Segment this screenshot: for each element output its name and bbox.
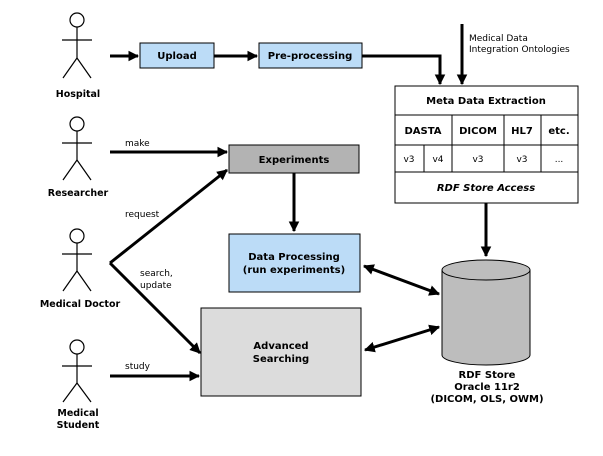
arrow-preprocessing-metadata	[362, 54, 446, 86]
experiments-box	[228, 144, 360, 174]
data-processing-box	[228, 233, 361, 293]
ontologies-label-line2: Integration Ontologies	[469, 45, 570, 55]
edge-label-update: update	[140, 281, 172, 291]
actor-medical-student	[62, 339, 92, 403]
version-etc: ...	[555, 155, 564, 165]
actor-label-medical-student-line2: Student	[57, 420, 100, 431]
edge-label-study: study	[125, 362, 151, 372]
head-icon	[69, 12, 85, 28]
rdf-store-label-line1: RDF Store	[459, 370, 516, 381]
advanced-searching-box	[200, 307, 362, 397]
arrow-doctor-advanced-searching	[108, 261, 202, 355]
version-dasta-v3: v3	[403, 155, 414, 165]
upload-label: Upload	[157, 51, 196, 62]
upload-box	[139, 42, 215, 69]
data-processing-label-line1: Data Processing	[248, 252, 340, 263]
format-dicom: DICOM	[459, 126, 497, 137]
metadata-extraction-table	[394, 85, 579, 204]
format-dasta: DASTA	[404, 126, 441, 137]
head-icon	[69, 116, 85, 132]
data-processing-label-line2: (run experiments)	[243, 265, 345, 276]
arrow-dataprocessing-rdfstore	[362, 264, 441, 296]
ontologies-label-line1: Medical Data	[469, 34, 528, 44]
version-hl7-v3: v3	[516, 155, 527, 165]
metadata-title: Meta Data Extraction	[426, 96, 546, 107]
rdf-store-label-line2: Oracle 11r2	[454, 382, 520, 393]
actor-label-medical-doctor: Medical Doctor	[40, 299, 121, 310]
actor-medical-doctor	[62, 228, 92, 292]
advanced-searching-label-line2: Searching	[253, 354, 309, 365]
format-etc: etc.	[548, 126, 569, 137]
edge-label-request: request	[125, 210, 160, 220]
head-icon	[69, 339, 85, 355]
advanced-searching-label-line1: Advanced	[253, 341, 308, 352]
preprocessing-label: Pre-processing	[268, 51, 352, 62]
arrow-advancedsearching-rdfstore	[363, 324, 441, 353]
rdf-store-cylinder	[441, 259, 531, 366]
actor-label-medical-student-line1: Medical	[57, 408, 98, 419]
rdf-store-access-label: RDF Store Access	[437, 183, 535, 194]
head-icon	[69, 228, 85, 244]
experiments-label: Experiments	[259, 155, 330, 166]
edge-label-search: search,	[140, 269, 173, 279]
preprocessing-box	[258, 42, 363, 69]
edge-label-make: make	[125, 139, 150, 149]
actor-hospital	[62, 12, 92, 79]
format-hl7: HL7	[511, 126, 533, 137]
actor-label-hospital: Hospital	[56, 89, 100, 100]
version-dasta-v4: v4	[432, 155, 443, 165]
rdf-store-label-line3: (DICOM, OLS, OWM)	[430, 394, 543, 405]
actor-researcher	[62, 116, 92, 181]
version-dicom-v3: v3	[472, 155, 483, 165]
arrow-doctor-experiments	[109, 168, 228, 265]
actor-label-researcher: Researcher	[48, 188, 109, 199]
